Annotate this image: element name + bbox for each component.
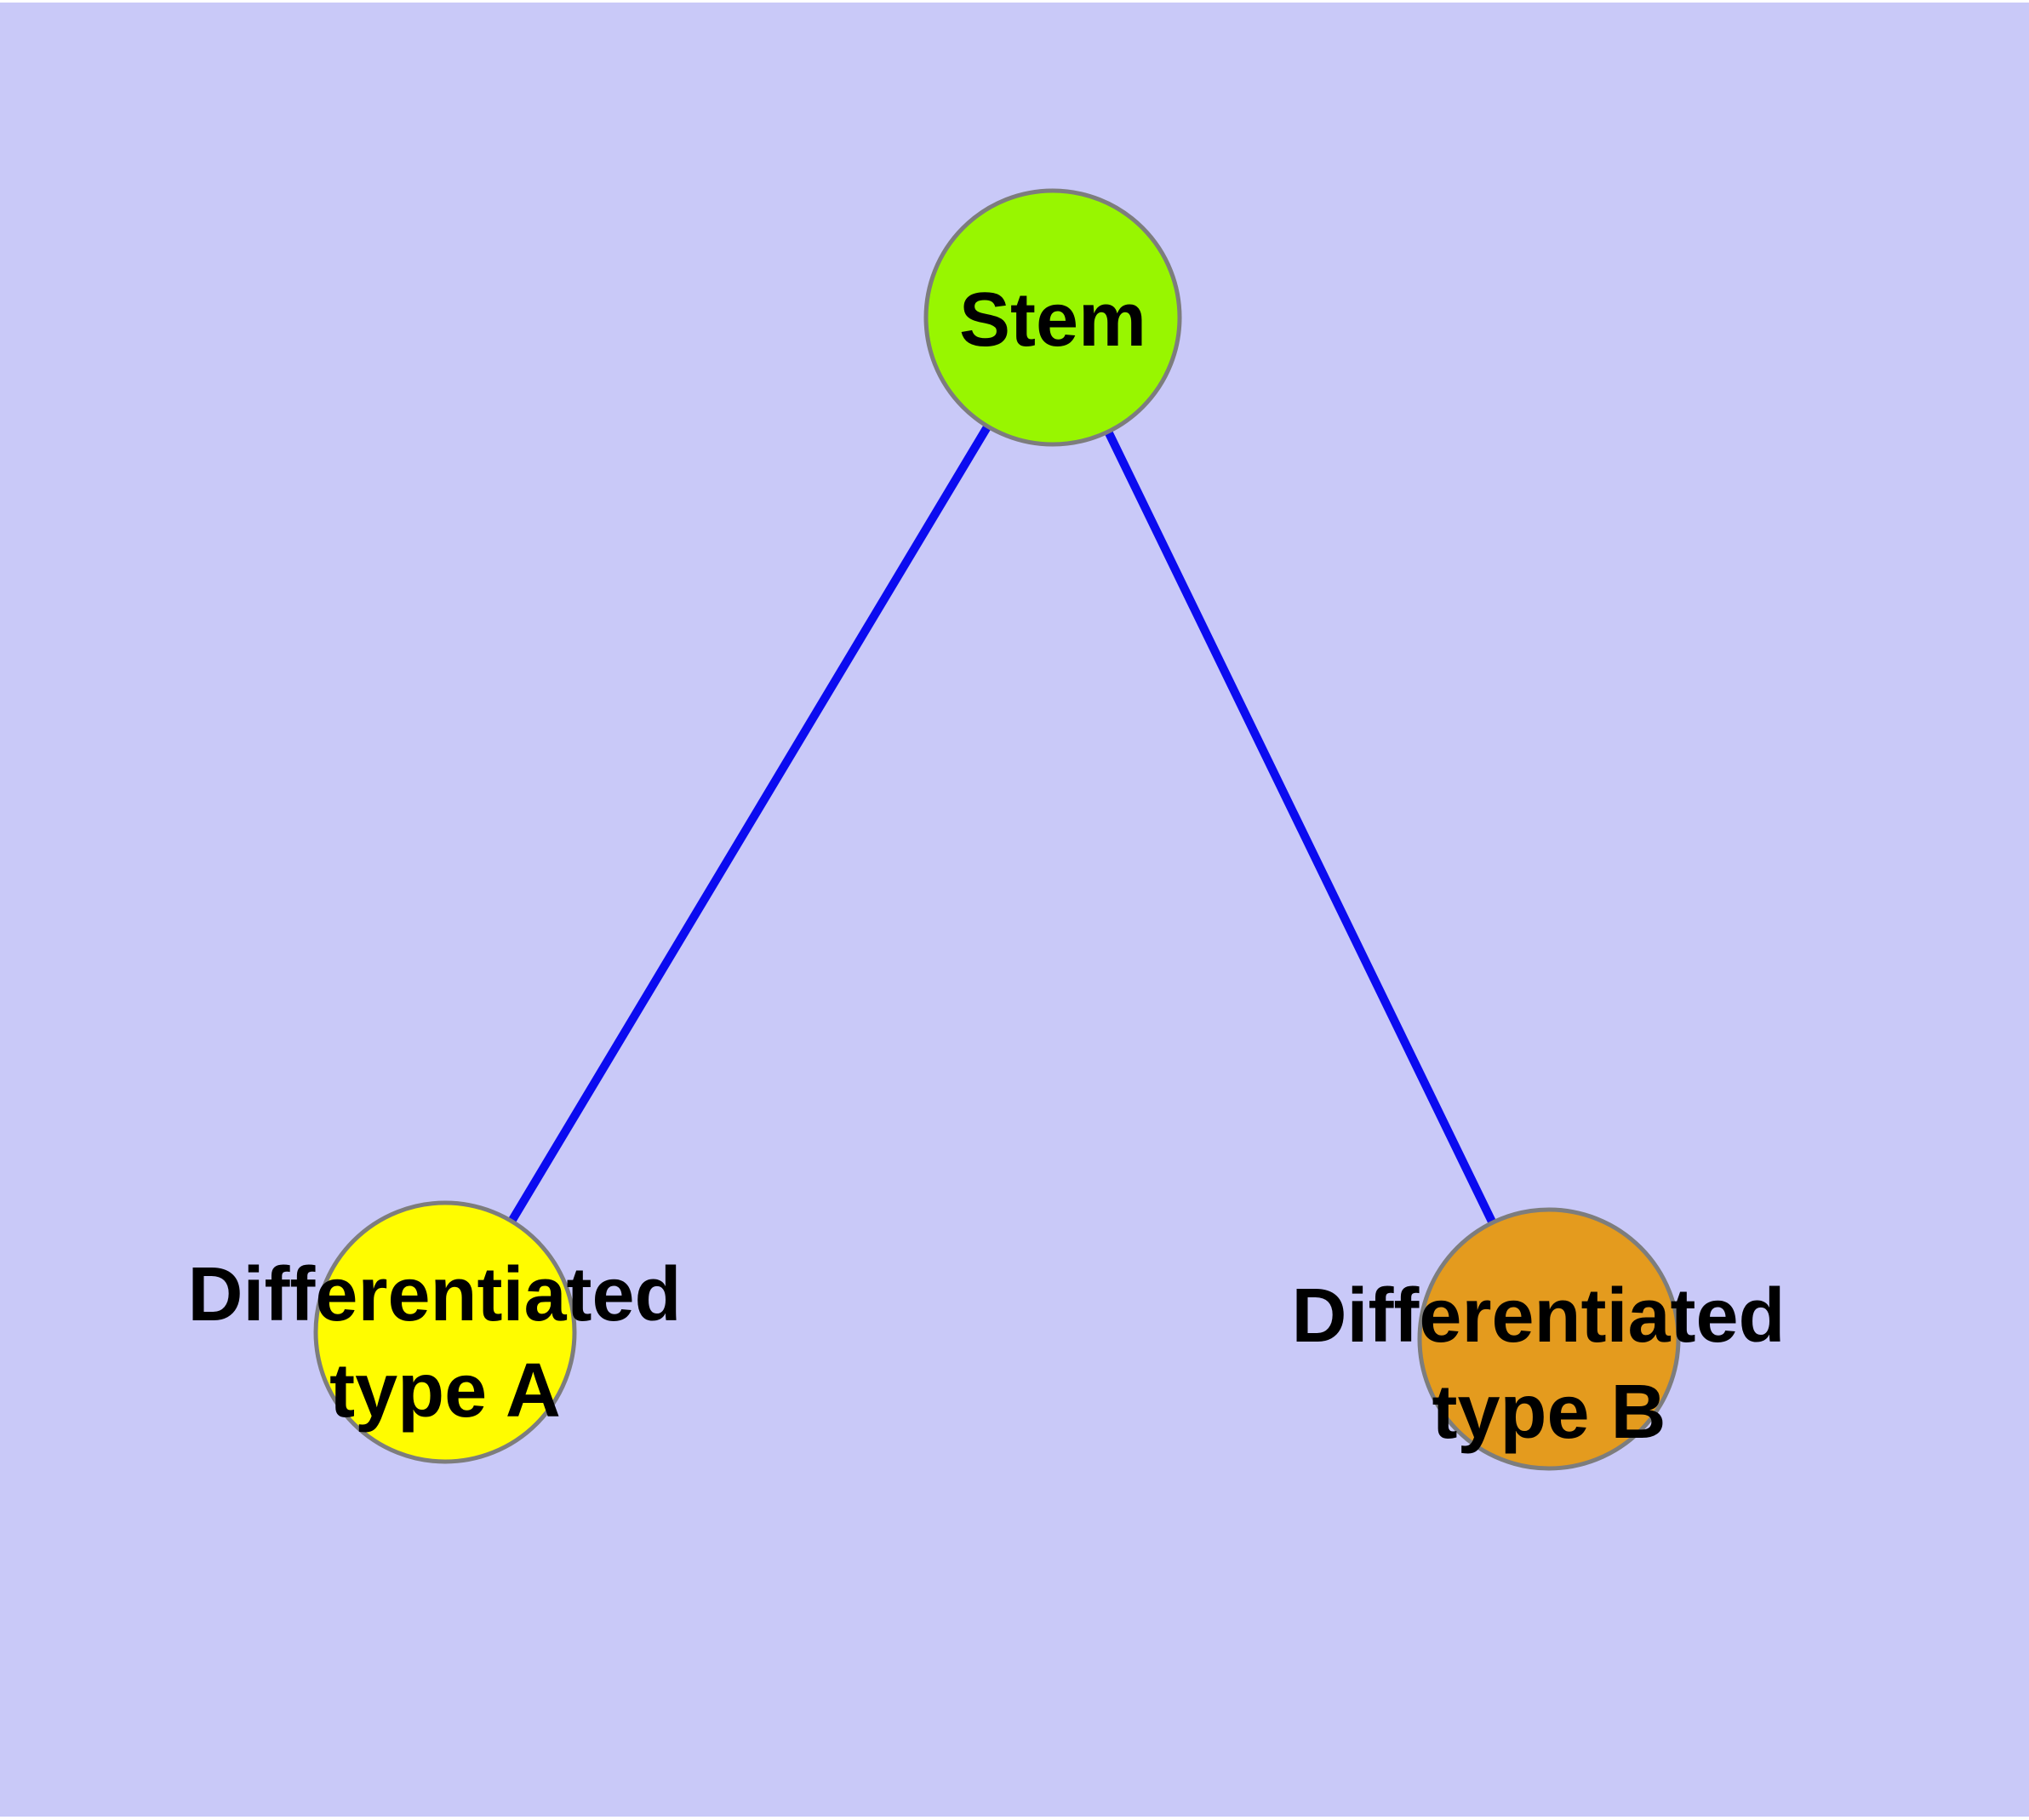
edge-stem-to-type-a	[441, 315, 1057, 1335]
type-a-label-line-1: Differentiated	[187, 1252, 681, 1337]
edge-stem-to-type-b	[1049, 315, 1553, 1342]
node-stem-label: Stem	[959, 278, 1146, 363]
type-a-label-line-2: type A	[329, 1348, 561, 1434]
node-differentiated-type-b-label: Differentiated type B	[1291, 1273, 1806, 1455]
node-differentiated-type-a-label: Differentiated type A	[187, 1252, 702, 1434]
node-stem	[923, 188, 1182, 447]
node-differentiated-type-b	[1417, 1207, 1681, 1471]
node-differentiated-type-a	[313, 1200, 577, 1464]
type-b-label-line-1: Differentiated	[1291, 1273, 1785, 1359]
type-b-label-line-2: type B	[1432, 1370, 1666, 1455]
